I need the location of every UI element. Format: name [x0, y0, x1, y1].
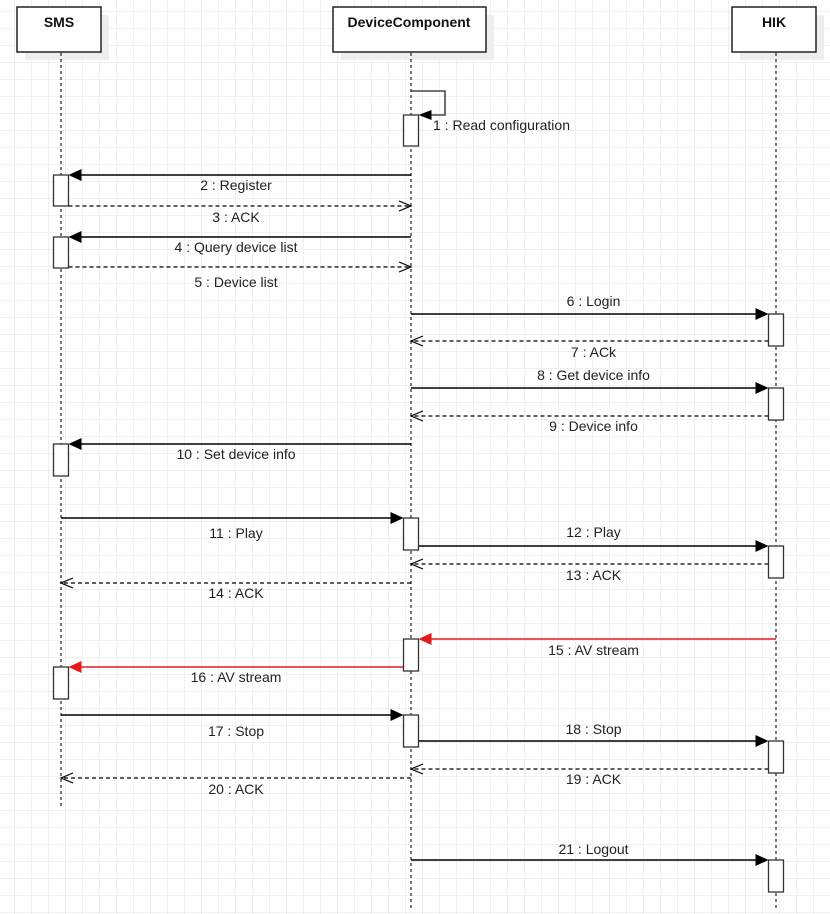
- activation-bar-hik: [767, 545, 785, 579]
- message-21[interactable]: [411, 854, 769, 866]
- participant-sms[interactable]: SMS: [16, 6, 109, 60]
- message-19[interactable]: [409, 763, 769, 775]
- message-label: 11 : Play: [209, 525, 262, 541]
- message-label: 9 : Device info: [549, 418, 638, 434]
- message-15[interactable]: [418, 633, 777, 645]
- message-label: 15 : AV stream: [548, 642, 639, 658]
- message-10[interactable]: [68, 438, 412, 450]
- arrowhead-open: [398, 261, 413, 273]
- arrowhead-filled: [755, 382, 769, 394]
- arrowhead-open: [59, 772, 74, 784]
- message-11[interactable]: [61, 512, 404, 524]
- self-message-line: [411, 90, 446, 116]
- message-9[interactable]: [409, 410, 769, 422]
- message-label: 16 : AV stream: [191, 669, 282, 685]
- message-label: 18 : Stop: [565, 721, 621, 737]
- participant-box: [16, 6, 102, 53]
- arrowhead-filled: [390, 512, 404, 524]
- message-label: 12 : Play: [566, 524, 620, 540]
- participant-devicecomponent[interactable]: DeviceComponent: [332, 6, 494, 60]
- message-label: 8 : Get device info: [537, 367, 650, 383]
- message-label: 2 : Register: [200, 177, 272, 193]
- arrowhead-open: [398, 200, 413, 212]
- message-2[interactable]: [68, 169, 412, 181]
- message-17[interactable]: [61, 709, 404, 721]
- arrowhead-filled: [68, 169, 82, 181]
- activation-bar-sms: [52, 174, 70, 207]
- message-label: 13 : ACK: [566, 567, 622, 583]
- message-label: 20 : ACK: [208, 781, 264, 797]
- message-5[interactable]: [68, 261, 413, 273]
- activation-bar-hik: [767, 387, 785, 421]
- arrowhead-filled: [390, 709, 404, 721]
- activation-bar-dev: [402, 114, 420, 147]
- arrowhead-filled: [755, 854, 769, 866]
- arrowhead-filled: [755, 308, 769, 320]
- message-label: 10 : Set device info: [176, 446, 295, 462]
- activation-bar-sms: [52, 443, 70, 477]
- arrowhead-filled: [68, 231, 82, 243]
- participant-box: [731, 6, 817, 53]
- message-13[interactable]: [409, 558, 769, 570]
- message-12[interactable]: [418, 540, 769, 552]
- message-20[interactable]: [59, 772, 411, 784]
- message-16[interactable]: [68, 661, 404, 673]
- activation-bar-dev: [402, 517, 420, 551]
- message-label: 6 : Login: [567, 293, 621, 309]
- activation-bar-hik: [767, 313, 785, 347]
- arrowhead-open: [59, 577, 74, 589]
- message-label: 3 : ACK: [212, 209, 260, 225]
- arrowhead-open: [409, 410, 424, 422]
- participant-box: [332, 6, 487, 53]
- message-3[interactable]: [68, 200, 413, 212]
- arrowhead-open: [409, 558, 424, 570]
- arrowhead-open: [409, 335, 424, 347]
- message-8[interactable]: [411, 382, 769, 394]
- message-18[interactable]: [418, 735, 769, 747]
- arrowhead-filled: [755, 735, 769, 747]
- participant-hik[interactable]: HIK: [731, 6, 824, 60]
- activation-bar-dev: [402, 714, 420, 748]
- message-label: 5 : Device list: [194, 274, 277, 290]
- message-label: 14 : ACK: [208, 585, 264, 601]
- participant-name: SMS: [44, 14, 74, 30]
- message-label: 7 : ACk: [571, 344, 617, 360]
- message-label: 17 : Stop: [208, 723, 264, 739]
- message-6[interactable]: [411, 308, 769, 320]
- activation-bar-hik: [767, 859, 785, 893]
- arrowhead-filled: [418, 633, 432, 645]
- arrowhead-filled: [68, 438, 82, 450]
- activation-bar-dev: [402, 638, 420, 672]
- participant-name: DeviceComponent: [348, 14, 471, 30]
- arrowhead-open: [409, 763, 424, 775]
- message-7[interactable]: [409, 335, 769, 347]
- arrowhead-filled: [755, 540, 769, 552]
- participant-name: HIK: [762, 14, 786, 30]
- message-1[interactable]: [411, 90, 446, 120]
- arrowhead-filled: [68, 661, 82, 673]
- activation-bar-hik: [767, 740, 785, 774]
- message-label: 4 : Query device list: [175, 239, 298, 255]
- arrowhead-filled: [418, 110, 432, 120]
- message-label: 1 : Read configuration: [433, 117, 570, 133]
- message-4[interactable]: [68, 231, 412, 243]
- message-14[interactable]: [59, 577, 411, 589]
- message-label: 19 : ACK: [566, 771, 622, 787]
- activation-bar-sms: [52, 236, 70, 269]
- activation-bar-sms: [52, 666, 70, 700]
- message-label: 21 : Logout: [558, 841, 628, 857]
